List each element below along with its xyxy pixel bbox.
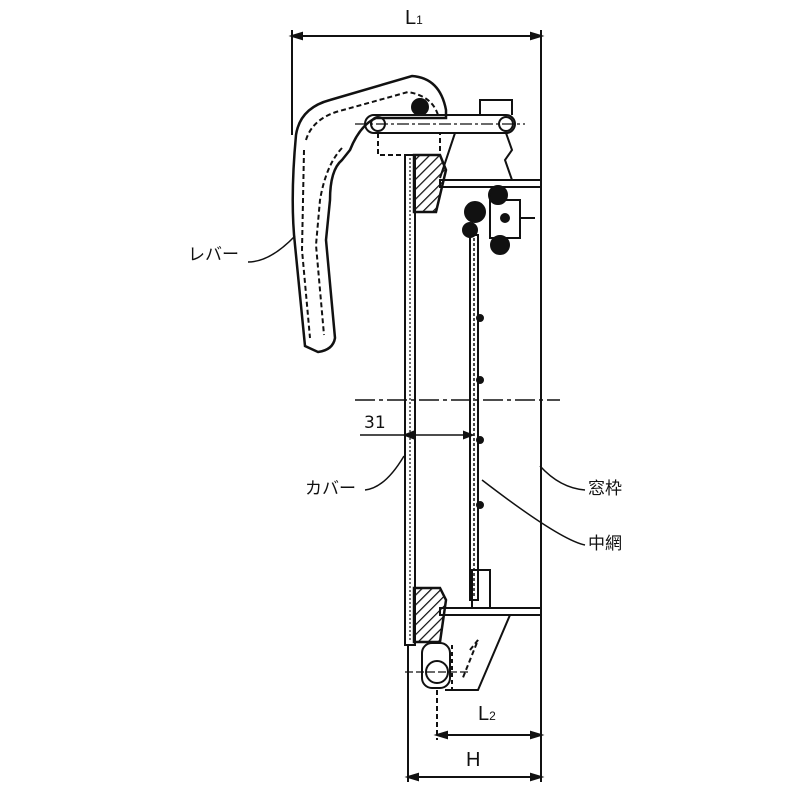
top-sash-section bbox=[412, 153, 448, 214]
bottom-hinge bbox=[405, 614, 512, 691]
h-dimension-line bbox=[404, 645, 545, 782]
l1-label: L1 bbox=[405, 8, 423, 28]
offset-label: 31 bbox=[364, 413, 386, 433]
lever-leader bbox=[247, 235, 296, 263]
l1-main: L bbox=[405, 7, 417, 29]
offset-dimension-line bbox=[360, 430, 475, 440]
cover-leader bbox=[364, 455, 405, 491]
frame-leader bbox=[539, 465, 586, 491]
net-leader bbox=[481, 479, 586, 546]
cover-label: カバー bbox=[305, 479, 356, 499]
l2-dimension-line bbox=[433, 615, 545, 782]
l2-label: L2 bbox=[478, 704, 496, 724]
l1-dimension-line bbox=[288, 30, 545, 180]
middle-net-label: 中網 bbox=[588, 534, 622, 554]
l2-sub: 2 bbox=[489, 709, 496, 723]
l2-main: L bbox=[478, 703, 490, 725]
lever bbox=[291, 74, 525, 354]
lever-label: レバー bbox=[188, 245, 239, 265]
bottom-sash-section bbox=[412, 586, 448, 644]
middle-net bbox=[462, 185, 535, 609]
h-label: H bbox=[466, 749, 481, 771]
l1-sub: 1 bbox=[416, 13, 423, 27]
window-frame-label: 窓枠 bbox=[588, 479, 622, 499]
